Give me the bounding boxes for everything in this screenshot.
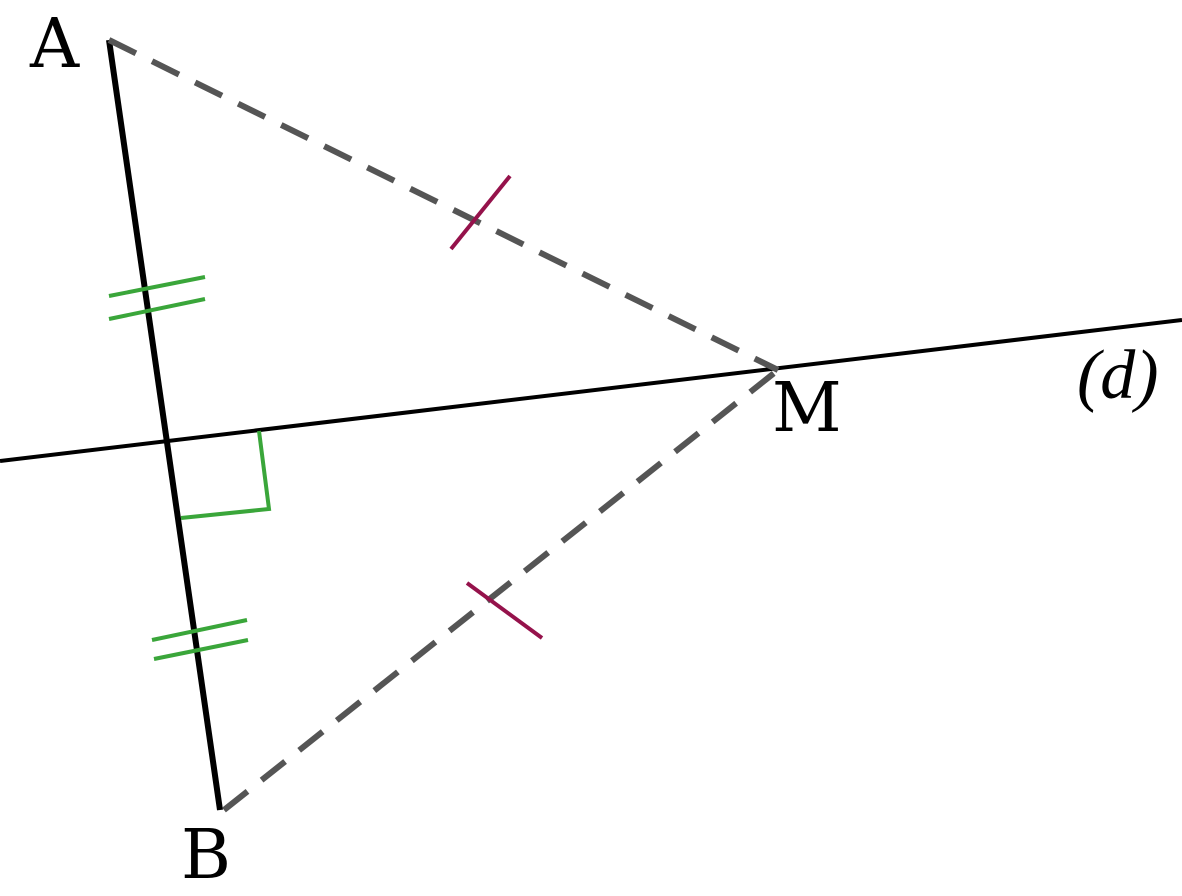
- right-angle-mark: [180, 430, 272, 520]
- line-d: [0, 318, 1182, 463]
- line-d-label: (d): [1077, 337, 1159, 414]
- segment-am-dashed: [107, 37, 780, 373]
- segment-bm-dashed: [222, 367, 780, 813]
- equal-distance-mark-bm: [465, 581, 544, 640]
- segment-ab: [106, 39, 223, 811]
- equal-halves-mark-lower: [151, 618, 249, 661]
- point-b-label: B: [181, 816, 231, 895]
- point-a-label: A: [29, 5, 80, 84]
- equal-distance-mark-am: [449, 174, 512, 251]
- point-m-label: M: [772, 369, 842, 448]
- equal-halves-mark-upper: [108, 275, 206, 321]
